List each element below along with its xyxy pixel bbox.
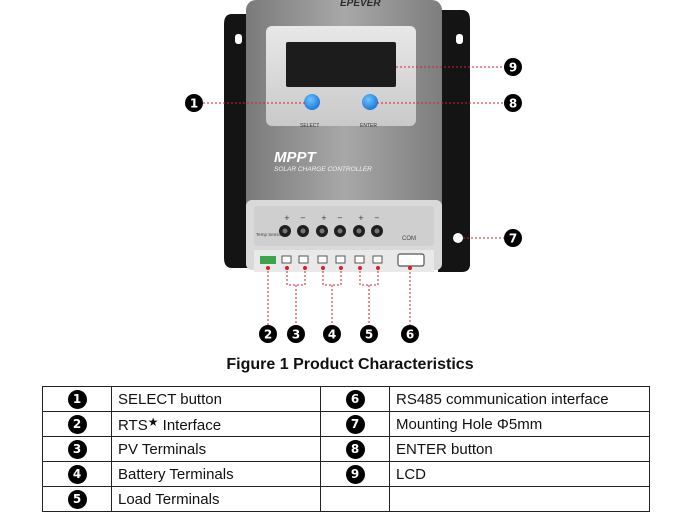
legend-description: RS485 communication interface [389,386,650,412]
legend-number-cell: 6 [320,386,390,412]
callout-badge-5: 5 [360,325,378,343]
callout-badge-9: 9 [504,58,522,76]
legend-number-cell: 9 [320,461,390,487]
figure-caption: Figure 1 Product Characteristics [226,356,474,373]
legend-number-cell: 5 [42,486,112,512]
legend-description: LCD [389,461,650,487]
rs485-port [397,253,425,267]
svg-text:−: − [337,214,343,222]
table-row: 4 Battery Terminals 9 LCD [42,461,650,487]
terminal-screws [279,225,383,237]
terminal-slots [281,255,383,264]
terminal-block [254,206,434,246]
legend-number-cell: 8 [320,436,390,462]
legend-description: PV Terminals [111,436,321,462]
product-figure: EPEVER SELECT ENTER MPPT SOLAR CHARGE CO… [185,0,522,343]
mppt-subtitle: SOLAR CHARGE CONTROLLER [274,166,372,173]
left-bracket-slot-top [235,34,242,44]
legend-description: RTS★ Interface [111,411,321,437]
svg-text:9: 9 [509,61,517,75]
legend-number-cell-empty [320,486,390,512]
svg-text:+: + [321,214,327,222]
svg-text:7: 7 [509,232,517,246]
svg-text:6: 6 [406,328,414,342]
callout-badge-2: 2 [259,325,277,343]
legend-number-cell: 3 [42,436,112,462]
number-badge: 2 [67,414,87,434]
number-badge: 8 [345,439,365,459]
select-label: SELECT [300,123,319,129]
table-row: 2 RTS★ Interface 7 Mounting Hole Φ5mm [42,411,650,437]
enter-label: ENTER [360,123,377,129]
svg-text:4: 4 [328,328,336,342]
legend-description: SELECT button [111,386,321,412]
svg-text:8: 8 [509,97,517,111]
svg-text:3: 3 [292,328,300,342]
legend-number-cell: 7 [320,411,390,437]
legend-description: Mounting Hole Φ5mm [389,411,650,437]
number-badge: 5 [67,489,87,509]
callout-badge-3: 3 [287,325,305,343]
lcd-screen [286,42,396,87]
legend-description: ENTER button [389,436,650,462]
legend-description: Load Terminals [111,486,321,512]
callout-badge-8: 8 [504,94,522,112]
svg-text:+: + [284,214,290,222]
table-row: 3 PV Terminals 8 ENTER button [42,436,650,462]
svg-text:−: − [300,214,306,222]
number-badge: 4 [67,464,87,484]
number-badge: 1 [67,389,87,409]
svg-text:1: 1 [190,97,198,111]
legend-text: RTS [118,416,148,434]
temp-sensor-label: Temp Sensor [256,232,283,237]
callout-dots [266,266,412,270]
mppt-title: MPPT [274,149,318,166]
legend-text-suffix: Interface [158,416,222,434]
svg-text:+: + [358,214,364,222]
mounting-hole [453,233,463,243]
callout-badge-7: 7 [504,229,522,247]
svg-text:5: 5 [365,328,373,342]
number-badge: 9 [345,464,365,484]
table-row: 5 Load Terminals [42,486,650,512]
legend-number-cell: 4 [42,461,112,487]
callout-badge-1: 1 [185,94,203,112]
enter-button[interactable] [362,94,378,110]
right-bracket [438,10,470,272]
com-label: COM [402,236,416,242]
star-mark: ★ [147,414,159,429]
callout-lines [203,66,504,325]
table-row: 1 SELECT button 6 RS485 communication in… [42,386,650,412]
legend-table: 1 SELECT button 6 RS485 communication in… [42,386,650,512]
select-button[interactable] [304,94,320,110]
legend-description-empty [389,486,650,512]
number-badge: 7 [345,414,365,434]
legend-description: Battery Terminals [111,461,321,487]
brand-text: EPEVER [340,0,381,9]
terminal-polarity-marks: + − + − + − [284,214,380,222]
svg-text:2: 2 [264,328,272,342]
callout-badge-4: 4 [323,325,341,343]
right-bracket-slot-top [456,34,463,44]
number-badge: 3 [67,439,87,459]
callout-badge-6: 6 [401,325,419,343]
left-bracket [224,14,250,268]
legend-number-cell: 1 [42,386,112,412]
legend-number-cell: 2 [42,411,112,437]
number-badge: 6 [345,389,365,409]
svg-text:−: − [374,214,380,222]
rts-connector [260,256,276,264]
